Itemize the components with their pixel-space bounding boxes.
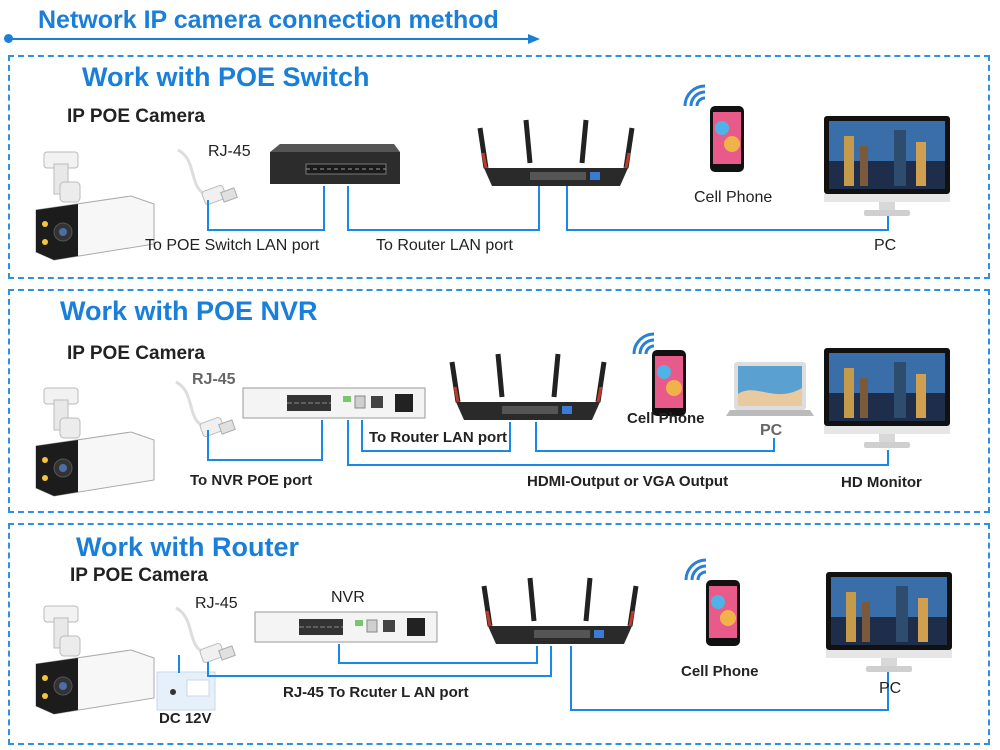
- wifi-icon: [684, 558, 708, 582]
- page-title: Network IP camera connection method: [38, 6, 499, 34]
- cable: [361, 450, 511, 452]
- nvr-icon: [254, 611, 438, 643]
- cable: [566, 229, 889, 231]
- cable: [570, 709, 889, 711]
- cable: [207, 662, 209, 676]
- camera-label: IP POE Camera: [70, 565, 209, 586]
- cable: [566, 186, 568, 231]
- cable: [338, 644, 340, 664]
- laptop-icon: [726, 362, 814, 416]
- pc-monitor-icon: [826, 572, 952, 672]
- label-router-port: To Router LAN port: [376, 237, 513, 254]
- router-icon: [484, 586, 640, 648]
- label-nvr: NVR: [331, 589, 365, 606]
- cable: [535, 450, 775, 452]
- label-pc: PC: [760, 422, 783, 439]
- cell-phone-icon: [706, 580, 740, 646]
- camera-label: IP POE Camera: [67, 106, 206, 127]
- cable: [536, 646, 538, 664]
- cable: [323, 186, 325, 231]
- rj45-label: RJ-45: [208, 143, 251, 160]
- rj45-connector-icon: [174, 380, 237, 439]
- nvr-icon: [242, 387, 426, 419]
- header-arrow-icon: [528, 34, 540, 44]
- label-cell-phone: Cell Phone: [694, 189, 773, 206]
- router-icon: [452, 362, 608, 424]
- cell-phone-icon: [652, 350, 686, 416]
- cable: [550, 646, 552, 677]
- ip-camera-icon: [35, 151, 155, 261]
- cable: [887, 216, 889, 231]
- panel-router: [8, 523, 990, 745]
- rj45-label: RJ-45: [192, 371, 236, 388]
- panel-poe-switch: [8, 55, 990, 279]
- label-router-port: RJ-45 To Rcuter L AN port: [283, 684, 469, 701]
- label-hdmi-output: HDMI-Output or VGA Output: [527, 473, 729, 490]
- poe-switch-icon: [269, 143, 401, 185]
- camera-label: IP POE Camera: [67, 343, 206, 364]
- cable: [178, 655, 180, 673]
- cable: [207, 200, 209, 230]
- cable: [887, 672, 889, 711]
- cable: [347, 420, 349, 466]
- cable: [338, 662, 538, 664]
- wifi-icon: [683, 84, 707, 108]
- section-title-router: Work with Router: [76, 532, 300, 562]
- ip-camera-icon: [35, 387, 155, 497]
- label-pc: PC: [879, 680, 902, 697]
- hd-monitor-icon: [824, 348, 950, 448]
- cable: [207, 229, 325, 231]
- panel-poe-nvr: [8, 289, 990, 513]
- label-cell-phone: Cell Phone: [681, 663, 759, 680]
- cable: [887, 450, 889, 466]
- rj45-connector-icon: [174, 606, 237, 665]
- label-cell-phone: Cell Phone: [627, 410, 705, 427]
- router-icon: [480, 128, 636, 190]
- cable: [538, 186, 540, 231]
- cable: [570, 646, 572, 711]
- cell-phone-icon: [710, 106, 744, 172]
- pc-monitor-icon: [824, 116, 950, 216]
- cable: [361, 420, 363, 452]
- cable: [321, 420, 323, 461]
- label-pc: PC: [874, 237, 897, 254]
- cable: [347, 229, 540, 231]
- label-hd-monitor: HD Monitor: [841, 474, 922, 491]
- dc-power-box-icon: [156, 671, 216, 711]
- cable: [535, 422, 537, 452]
- cable: [509, 422, 511, 452]
- label-dc-12v: DC 12V: [159, 710, 212, 727]
- cable: [207, 675, 552, 677]
- header-underline: [8, 38, 530, 40]
- ip-camera-icon: [35, 605, 155, 715]
- label-router-port: To Router LAN port: [369, 429, 508, 446]
- rj45-label: RJ-45: [195, 595, 238, 612]
- label-nvr-port: To NVR POE port: [190, 472, 313, 489]
- cable: [207, 459, 323, 461]
- label-switch-port: To POE Switch LAN port: [145, 237, 320, 254]
- section-title-poe-switch: Work with POE Switch: [82, 62, 370, 92]
- cable: [347, 464, 889, 466]
- cable: [347, 186, 349, 231]
- cable: [207, 430, 209, 460]
- section-title-poe-nvr: Work with POE NVR: [60, 296, 318, 326]
- cable: [773, 438, 775, 452]
